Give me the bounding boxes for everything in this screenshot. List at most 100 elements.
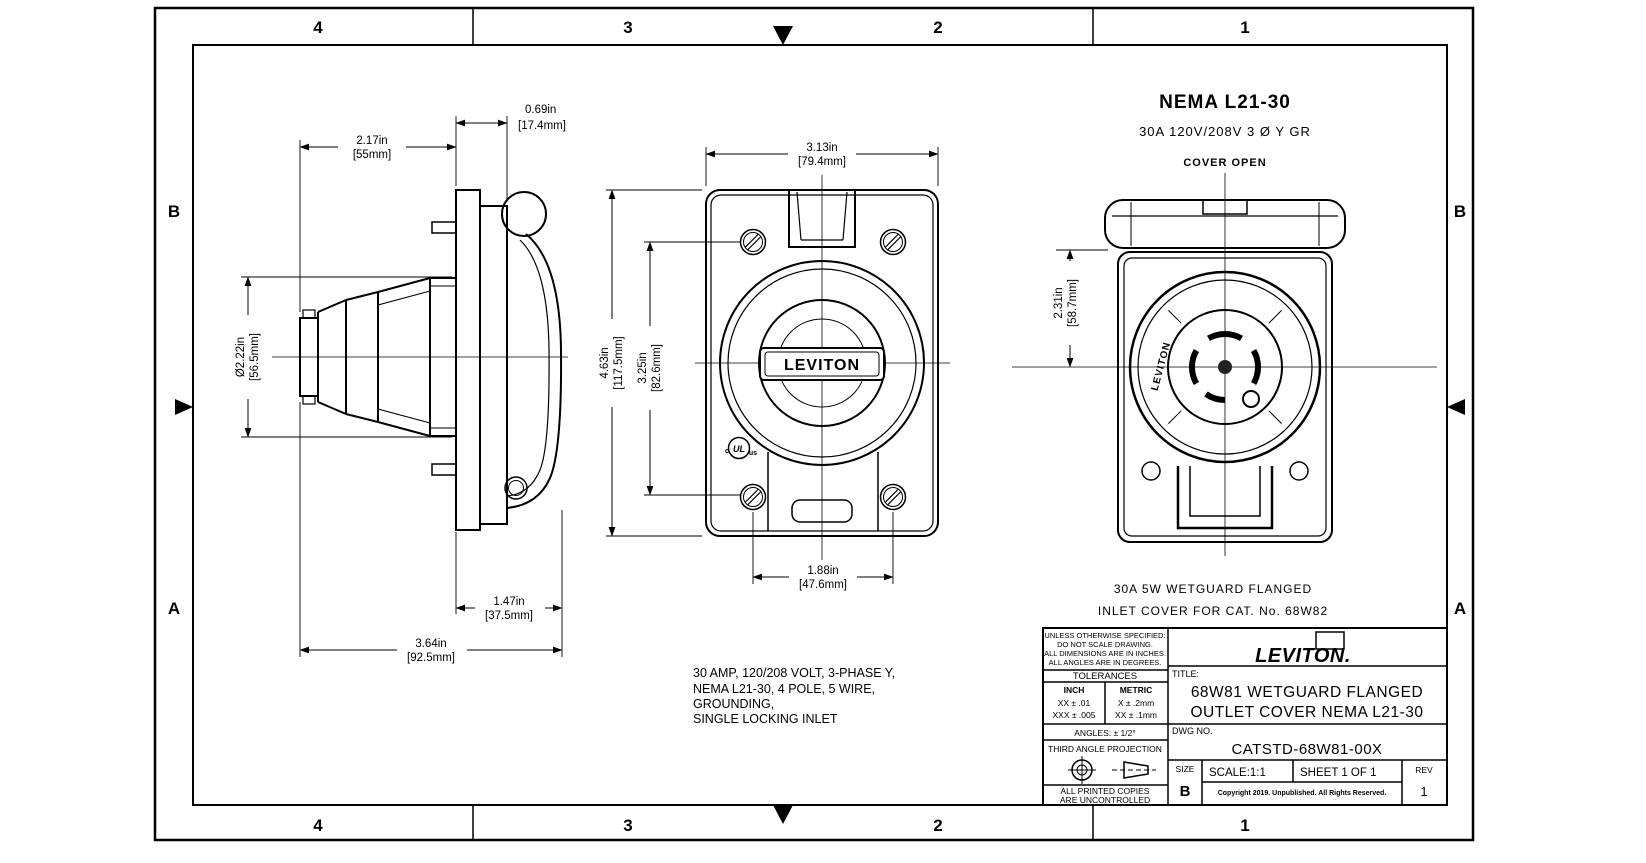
- leviton-logo: LEVITON.: [1255, 631, 1351, 667]
- rating-text: 30A 120V/208V 3 Ø Y GR: [1139, 124, 1311, 139]
- dim-text: [47.6mm]: [799, 579, 847, 591]
- dim-text: 4.63in: [599, 347, 611, 378]
- dim-screw-spacing-v: 3.25in [82.6mm]: [635, 241, 665, 496]
- dim-cover-height: 2.31in [58.7mm]: [1051, 249, 1081, 368]
- dim-flange-thickness: 0.69in [17.4mm]: [455, 104, 566, 132]
- mount-hole: [1141, 461, 1161, 481]
- header: NEMA L21-30 30A 120V/208V 3 Ø Y GR COVER…: [1139, 92, 1311, 169]
- title-label: TITLE:: [1172, 669, 1199, 679]
- top-tab: [788, 189, 856, 248]
- zone-label: 4: [313, 816, 323, 835]
- dim-text: [82.6mm]: [651, 344, 663, 392]
- screw: [739, 483, 767, 511]
- cover-hinge: [501, 191, 547, 237]
- ground-slot: [1242, 390, 1260, 408]
- dim-text: 2.31in: [1053, 287, 1065, 318]
- size-label: SIZE: [1176, 764, 1195, 774]
- mount-hole: [1289, 461, 1309, 481]
- leviton-logo-text: LEVITON.: [1255, 645, 1351, 667]
- zone-label: 1: [1240, 18, 1249, 37]
- disclaimer-line: DO NOT SCALE DRAWING.: [1057, 640, 1153, 649]
- disclaimer-line: UNLESS OTHERWISE SPECIFIED:: [1044, 631, 1165, 640]
- center-mark-top-icon: [773, 26, 793, 45]
- ul-c: c: [725, 448, 729, 455]
- disclaimer-line: ALL ANGLES ARE IN DEGREES.: [1049, 658, 1162, 667]
- dim-text: [55mm]: [353, 149, 391, 161]
- metric-tolerance: X ± .2mm: [1118, 698, 1154, 708]
- screw: [739, 228, 767, 256]
- dim-text: Ø2.22in: [235, 337, 247, 377]
- zone-label: 1: [1240, 816, 1249, 835]
- dim-text: [79.4mm]: [798, 156, 846, 168]
- metric-tolerance: XX ± .1mm: [1115, 710, 1157, 720]
- screw: [879, 228, 907, 256]
- blade-slot: [1250, 349, 1262, 385]
- cover-open-view: LEVITON 2.31in [58.7mm] 30A 5W WETGUARD …: [1012, 173, 1437, 618]
- zone-label: 2: [933, 816, 942, 835]
- dim-plate-width: 3.13in [79.4mm]: [705, 138, 939, 169]
- flange-and-cover: [431, 189, 563, 531]
- uncontrolled-note: ALL PRINTED COPIES ARE UNCONTROLLED: [1060, 786, 1150, 805]
- open-cover: [1104, 199, 1346, 249]
- size-value: B: [1180, 783, 1191, 800]
- outer-border: [153, 6, 1475, 842]
- leviton-logo-box: [1315, 631, 1345, 650]
- dwg-no-value: CATSTD-68W81-00X: [1231, 741, 1382, 758]
- zone-labels: 4 3 2 1 4 3 2 1 B A B A: [168, 18, 1466, 835]
- inch-tolerance: XXX ± .005: [1053, 710, 1096, 720]
- dim-text: 0.69in: [525, 104, 556, 116]
- dim-text: [92.5mm]: [407, 652, 455, 664]
- mounting-screws: [739, 228, 907, 511]
- receptacle-outer: [719, 260, 925, 466]
- dim-overall-depth: 3.64in [92.5mm]: [299, 634, 563, 665]
- drawing-title-line1: 68W81 WETGUARD FLANGED: [1191, 684, 1423, 701]
- sheet-borders: [153, 6, 1475, 842]
- dim-text: 1.88in: [807, 565, 838, 577]
- blade-slot: [1204, 391, 1226, 404]
- zone-label: A: [1454, 599, 1466, 618]
- zone-label: 4: [313, 18, 323, 37]
- disclaimer-line: ALL DIMENSIONS ARE IN INCHES.: [1044, 649, 1166, 658]
- center-pin: [1218, 360, 1232, 374]
- dim-text: [37.5mm]: [485, 610, 533, 622]
- dim-text: 3.25in: [637, 352, 649, 383]
- dim-plate-height: 4.63in [117.5mm]: [597, 189, 627, 537]
- disclaimer: UNLESS OTHERWISE SPECIFIED: DO NOT SCALE…: [1044, 631, 1166, 667]
- zone-label: 3: [623, 816, 632, 835]
- tolerance-table: INCH XX ± .01 XXX ± .005 METRIC X ± .2mm…: [1053, 685, 1157, 720]
- tolerances-label: TOLERANCES: [1073, 671, 1137, 682]
- cover-base-plate: [1117, 251, 1333, 543]
- leviton-text: LEVITON: [784, 357, 860, 374]
- note-line: GROUNDING,: [693, 697, 774, 711]
- metric-label: METRIC: [1120, 685, 1153, 695]
- center-mark-left-icon: [175, 399, 193, 415]
- note-line: NEMA L21-30, 4 POLE, 5 WIRE,: [693, 682, 875, 696]
- dim-text: 3.64in: [415, 638, 446, 650]
- dim-body-dia: Ø2.22in [56.5mm]: [233, 276, 263, 438]
- uncontrolled-line: ARE UNCONTROLLED: [1060, 795, 1150, 805]
- latch-bracket: [1176, 466, 1274, 530]
- rev-value: 1: [1420, 784, 1427, 799]
- dim-text: [17.4mm]: [518, 120, 566, 132]
- zone-label: 3: [623, 18, 632, 37]
- projection-symbol-icon: [1068, 756, 1156, 784]
- leviton-nameplate: LEVITON: [759, 347, 885, 381]
- notes-block: 30 AMP, 120/208 VOLT, 3-PHASE Y, NEMA L2…: [693, 666, 895, 726]
- cover-open-label: COVER OPEN: [1183, 157, 1266, 169]
- dwg-no-label: DWG NO.: [1172, 726, 1213, 736]
- drawing-title-line2: OUTLET COVER NEMA L21-30: [1190, 704, 1423, 721]
- inch-label: INCH: [1064, 685, 1085, 695]
- rev-label: REV: [1415, 765, 1433, 775]
- side-view: 2.17in [55mm] 0.69in [17.4mm] Ø2.22in [5…: [233, 104, 568, 665]
- screw: [879, 483, 907, 511]
- dim-text: [58.7mm]: [1067, 279, 1079, 327]
- ul-mark: UL: [733, 444, 745, 454]
- nema-title: NEMA L21-30: [1159, 92, 1291, 113]
- view-caption-line2: INLET COVER FOR CAT. No. 68W82: [1098, 604, 1328, 618]
- dim-text: 2.17in: [356, 135, 387, 147]
- note-line: SINGLE LOCKING INLET: [693, 712, 838, 726]
- title-block: UNLESS OTHERWISE SPECIFIED: DO NOT SCALE…: [1042, 627, 1448, 806]
- dim-text: 1.47in: [493, 596, 524, 608]
- center-mark-right-icon: [1447, 399, 1465, 415]
